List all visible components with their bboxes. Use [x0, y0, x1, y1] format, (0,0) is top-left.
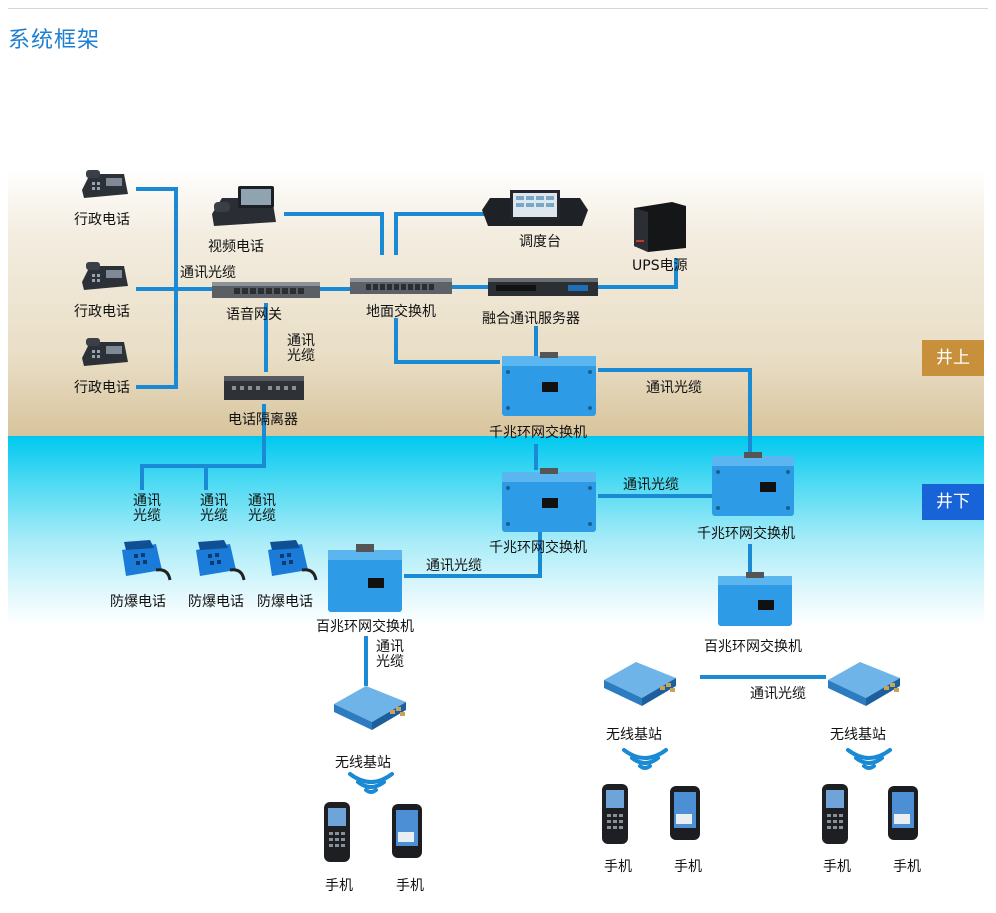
- handset-label: 手机: [325, 878, 353, 894]
- gbit-switch-icon: [502, 468, 596, 532]
- fiber-label: 通讯光缆: [248, 493, 276, 524]
- fiber-label: 通讯光缆: [200, 493, 228, 524]
- fiber-label: 通讯光缆: [623, 477, 679, 493]
- phone-isolator-label: 电话隔离器: [228, 412, 298, 428]
- handset-label: 手机: [396, 878, 424, 894]
- base-station-icon: [334, 686, 406, 730]
- video-phone-label: 视频电话: [208, 239, 264, 255]
- ups-icon: [634, 202, 686, 252]
- fiber-label: 通讯光缆: [287, 333, 315, 364]
- surface-tag: 井上: [922, 340, 984, 376]
- admin-phone-icon: [82, 262, 128, 290]
- ex-phone-label: 防爆电话: [110, 594, 166, 610]
- wireless-signal-icon: [348, 772, 394, 794]
- admin-phone-label: 行政电话: [74, 212, 130, 228]
- keypad-handset-icon: [822, 784, 848, 844]
- gbit-switch-label: 千兆环网交换机: [489, 540, 587, 556]
- smartphone-handset-icon: [888, 786, 918, 840]
- ground-switch-icon: [350, 278, 452, 294]
- admin-phone-icon: [82, 170, 128, 198]
- fiber-label: 通讯光缆: [376, 639, 404, 670]
- ex-phone-icon: [122, 540, 172, 581]
- ex-phone-label: 防爆电话: [257, 594, 313, 610]
- fusion-server-label: 融合通讯服务器: [482, 311, 580, 327]
- phone-isolator-icon: [224, 376, 304, 400]
- base-station-label: 无线基站: [830, 727, 886, 743]
- voice-gateway-icon: [212, 282, 320, 298]
- handset-label: 手机: [674, 859, 702, 875]
- fiber-label: 通讯光缆: [133, 493, 161, 524]
- console-label: 调度台: [519, 234, 561, 250]
- fiber-label: 通讯光缆: [646, 380, 702, 396]
- ground-switch-label: 地面交换机: [366, 304, 436, 320]
- keypad-handset-icon: [602, 784, 628, 844]
- console-icon: [482, 190, 588, 226]
- admin-phone-icon: [82, 338, 128, 366]
- page-title: 系统框架: [8, 28, 101, 53]
- wireless-signal-icon: [846, 748, 892, 770]
- underground-tag: 井下: [922, 484, 984, 520]
- gbit-switch-label: 千兆环网交换机: [489, 425, 587, 441]
- fiber-label: 通讯光缆: [750, 686, 806, 702]
- ex-phone-label: 防爆电话: [188, 594, 244, 610]
- wireless-signal-icon: [622, 748, 668, 770]
- fiber-label: 通讯光缆: [426, 558, 482, 574]
- mbit-switch-label: 百兆环网交换机: [704, 639, 802, 655]
- base-station-label: 无线基站: [606, 727, 662, 743]
- gbit-switch-label: 千兆环网交换机: [697, 526, 795, 542]
- ex-phone-icon: [268, 540, 318, 581]
- admin-phone-label: 行政电话: [74, 304, 130, 320]
- top-divider: [8, 8, 988, 9]
- base-station-icon: [604, 662, 676, 706]
- handset-label: 手机: [893, 859, 921, 875]
- admin-phone-label: 行政电话: [74, 380, 130, 396]
- gbit-switch-icon: [502, 352, 596, 416]
- handset-label: 手机: [823, 859, 851, 875]
- ups-label: UPS电源: [632, 258, 688, 274]
- smartphone-handset-icon: [392, 804, 422, 858]
- mbit-switch-icon: [718, 572, 792, 626]
- voice-gateway-label: 语音网关: [226, 307, 282, 323]
- mbit-switch-label: 百兆环网交换机: [316, 619, 414, 635]
- ex-phone-icon: [196, 540, 246, 581]
- fiber-label: 通讯光缆: [180, 265, 236, 281]
- mbit-switch-icon: [328, 544, 402, 612]
- handset-label: 手机: [604, 859, 632, 875]
- base-station-icon: [828, 662, 900, 706]
- keypad-handset-icon: [324, 802, 350, 862]
- base-station-label: 无线基站: [335, 755, 391, 771]
- gbit-switch-icon: [712, 452, 794, 516]
- smartphone-handset-icon: [670, 786, 700, 840]
- video-phone-icon: [212, 186, 276, 226]
- fusion-server-icon: [488, 278, 598, 296]
